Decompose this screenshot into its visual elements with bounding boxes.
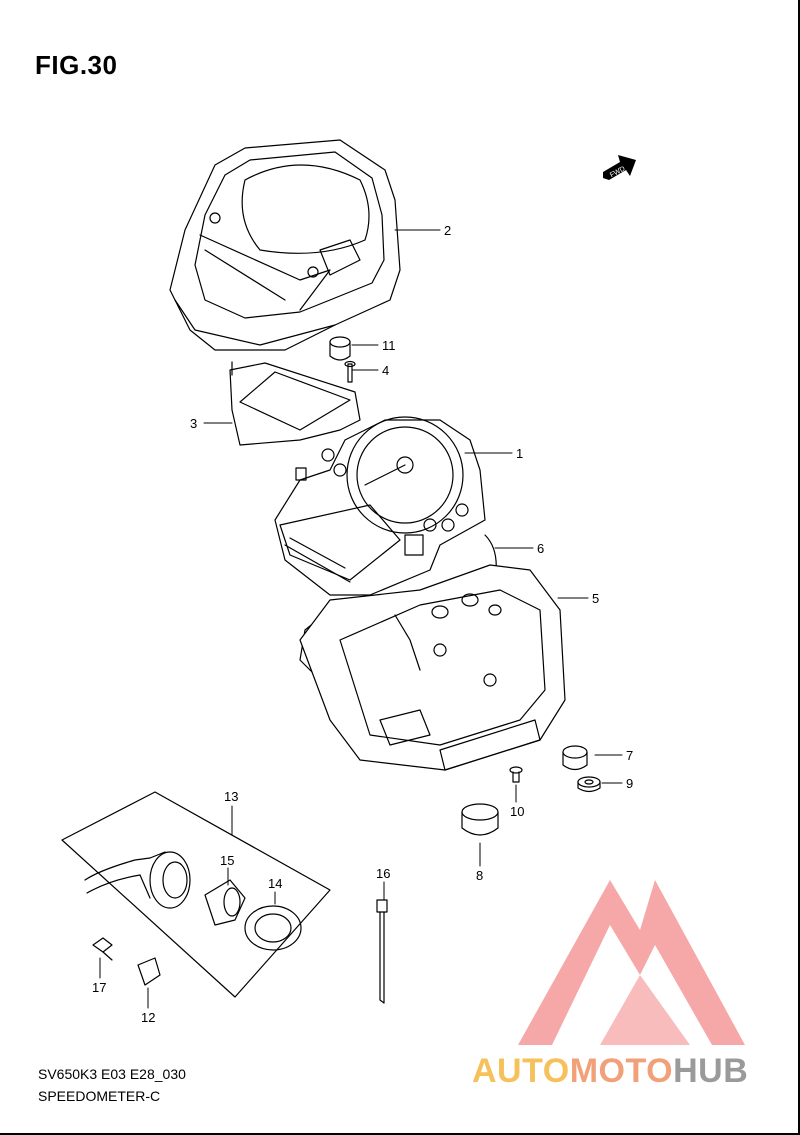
- callout-7: 7: [626, 748, 633, 763]
- collar-part-9: [577, 776, 601, 793]
- callout-14: 14: [268, 876, 282, 891]
- watermark-logo-text: AUTOMOTOHUB: [472, 1052, 748, 1091]
- callout-17: 17: [92, 980, 106, 995]
- meter-cover-part: [169, 139, 401, 351]
- callout-8: 8: [476, 868, 483, 883]
- callout-3: 3: [190, 416, 197, 431]
- logo-part-moto: MOTO: [569, 1052, 674, 1090]
- cable-tie-part: [376, 899, 388, 1004]
- leader-lines: [99, 229, 623, 1009]
- lens-panel-part: [229, 361, 361, 446]
- logo-part-auto: AUTO: [472, 1052, 570, 1090]
- seal-ring-part-14: [244, 905, 302, 951]
- cushion-part-8: [461, 803, 499, 836]
- logo-part-hub: HUB: [673, 1052, 749, 1090]
- clamp-part-12: [137, 957, 161, 986]
- bulb-socket-kit-frame: [61, 791, 331, 998]
- callout-labels: 1 2 3 4 5 6 7 8 9 10 11 12 13 14 15 16 1…: [92, 223, 633, 1025]
- callout-15: 15: [220, 853, 234, 868]
- callout-9: 9: [626, 776, 633, 791]
- screw-part-17: [92, 937, 113, 961]
- meter-case-part: [299, 564, 566, 771]
- grommet-part-11: [329, 336, 351, 361]
- callout-12: 12: [141, 1010, 155, 1025]
- callout-1: 1: [516, 446, 523, 461]
- speedometer-assembly-part: [274, 416, 486, 596]
- figure-title: FIG.30: [35, 50, 118, 80]
- callout-13: 13: [224, 789, 238, 804]
- callout-16: 16: [376, 866, 390, 881]
- callout-10: 10: [510, 804, 524, 819]
- fwd-arrow-icon: FWD: [603, 155, 636, 180]
- callout-4: 4: [382, 363, 389, 378]
- callout-6: 6: [537, 541, 544, 556]
- watermark-logo-mark: [518, 880, 745, 1045]
- callout-5: 5: [592, 591, 599, 606]
- screw-part-10: [509, 766, 523, 783]
- section-name: SPEEDOMETER-C: [38, 1088, 161, 1104]
- screw-part-4: [344, 360, 356, 383]
- callout-11: 11: [382, 338, 396, 353]
- grommet-part-7: [562, 745, 588, 771]
- socket-assembly-part: [84, 851, 191, 909]
- callout-2: 2: [444, 223, 451, 238]
- diagram-code: SV650K3 E03 E28_030: [38, 1066, 186, 1082]
- bulb-holder-part-15: [204, 879, 246, 926]
